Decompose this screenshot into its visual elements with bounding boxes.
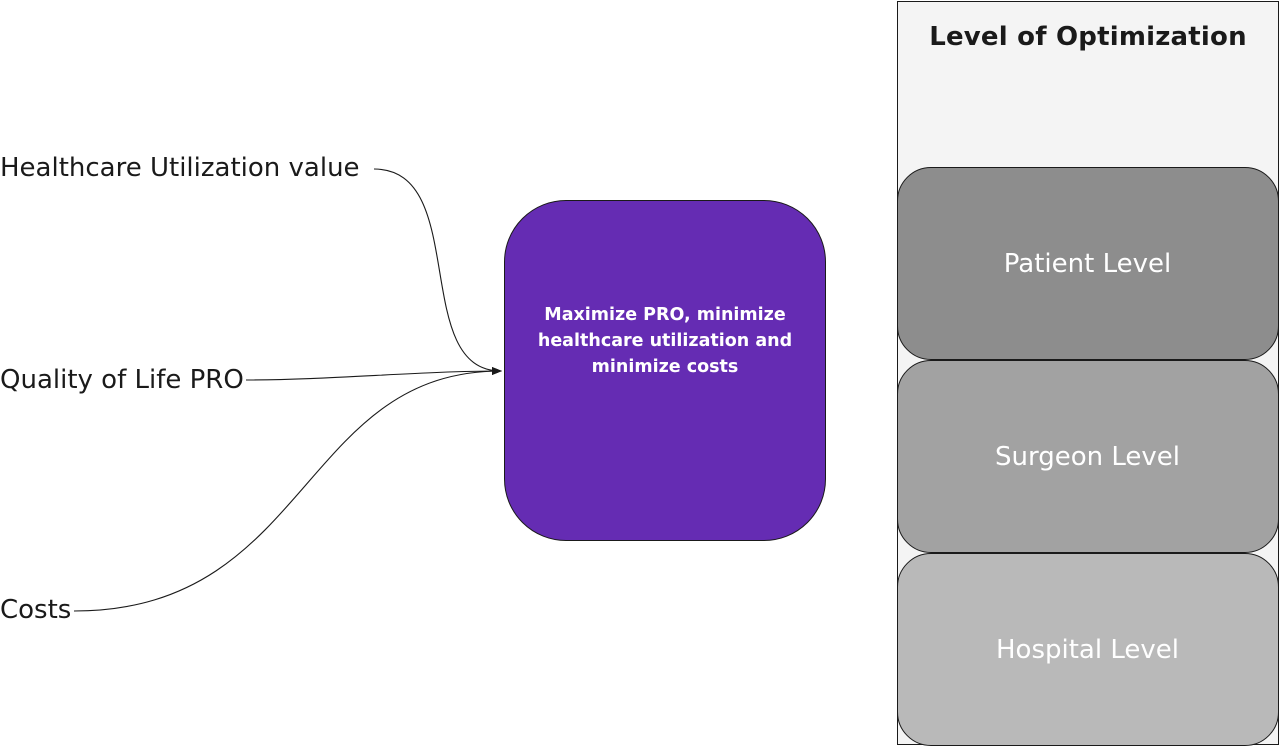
optimization-goal-box: Maximize PRO, minimize healthcare utiliz… — [504, 200, 826, 541]
connector-quality-of-life — [245, 367, 502, 381]
level-box-hospital: Hospital Level — [896, 553, 1279, 746]
level-label-surgeon: Surgeon Level — [995, 441, 1180, 472]
levels-panel: Level of Optimization Patient Level Surg… — [896, 1, 1279, 746]
levels-panel-title: Level of Optimization — [929, 22, 1247, 52]
level-box-patient: Patient Level — [896, 167, 1279, 360]
optimization-goal-text: Maximize PRO, minimize healthcare utiliz… — [537, 304, 793, 377]
connector-costs — [73, 367, 502, 612]
level-box-surgeon: Surgeon Level — [896, 360, 1279, 553]
input-label-quality-of-life: Quality of Life PRO — [0, 365, 244, 395]
input-label-costs: Costs — [0, 595, 72, 625]
connector-healthcare-utilization — [373, 168, 502, 375]
level-label-patient: Patient Level — [1003, 248, 1172, 279]
input-label-healthcare-utilization: Healthcare Utilization value — [0, 153, 360, 183]
level-label-hospital: Hospital Level — [996, 634, 1179, 665]
